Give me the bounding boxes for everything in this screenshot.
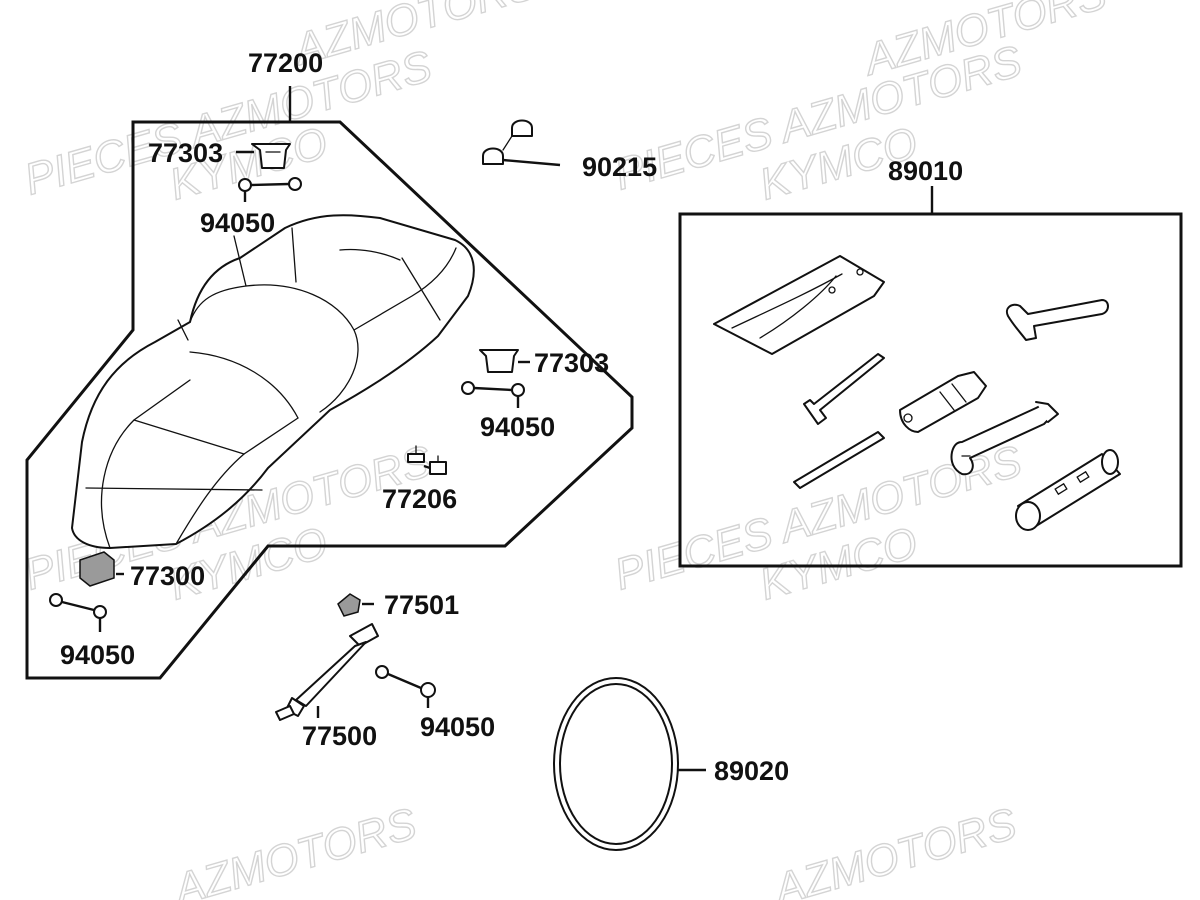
- screwdriver-handle-part: [899, 371, 987, 433]
- label-seat-assembly: 77200: [248, 48, 323, 78]
- label-cap-nut: 90215: [582, 152, 657, 182]
- hex-key-part: [803, 353, 885, 425]
- label-seat-stay: 77500: [302, 721, 377, 751]
- bracket-part: [407, 445, 447, 475]
- bolt-upper-part: [238, 177, 302, 202]
- bumper-part: [79, 551, 124, 587]
- label-belt: 89020: [714, 756, 789, 786]
- tool-bag-part: [713, 255, 885, 355]
- screwdriver-bit-part: [793, 431, 885, 489]
- hook-spanner-part: [1006, 299, 1109, 341]
- bolt-lower-left-part: [49, 593, 107, 632]
- box-spanner-part: [1015, 449, 1121, 531]
- seat-assembly-frame: [25, 86, 634, 680]
- label-bolt-upper: 94050: [200, 208, 275, 238]
- part-labels: 77200 77303 94050 90215 89010 77303 9405…: [60, 48, 963, 786]
- label-bracket: 77206: [382, 484, 457, 514]
- seat-drawing: [71, 214, 475, 549]
- hook-upper-part: [236, 143, 291, 169]
- label-bolt-stay: 94050: [420, 712, 495, 742]
- label-bumper: 77300: [130, 561, 205, 591]
- cap-nut-part: [482, 119, 561, 167]
- label-bolt-right: 94050: [480, 412, 555, 442]
- watermark-azmotors-bottom-left: AZMOTORS: [166, 799, 421, 900]
- wrench-part: [950, 401, 1059, 476]
- watermark-azmotors-bottom-right: AZMOTORS: [766, 799, 1021, 900]
- hook-right-part: [479, 349, 530, 373]
- label-tool-kit: 89010: [888, 156, 963, 186]
- bolt-right-part: [461, 381, 525, 408]
- label-bolt-lower-left: 94050: [60, 640, 135, 670]
- seat-stay-part: [275, 623, 379, 721]
- clip-part: [337, 593, 374, 617]
- bolt-stay-part: [375, 665, 436, 708]
- label-clip: 77501: [384, 590, 459, 620]
- drive-belt-part: [553, 677, 706, 851]
- label-hook-right: 77303: [534, 348, 609, 378]
- tool-kit-frame: [678, 186, 1183, 568]
- label-hook-upper: 77303: [148, 138, 223, 168]
